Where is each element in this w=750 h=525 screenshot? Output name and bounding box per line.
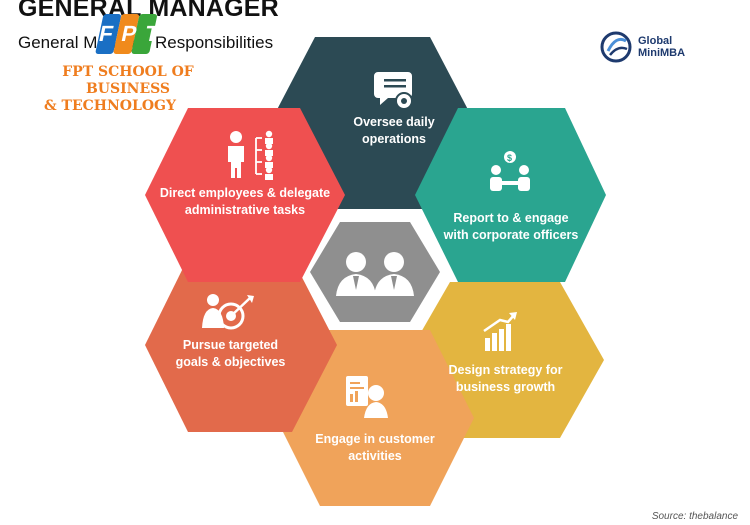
hex-direct (145, 108, 345, 282)
svg-text:$: $ (507, 153, 512, 163)
fpt-logo: FPT (95, 14, 160, 54)
hex-label-customer: Engage in customer activities (315, 432, 435, 463)
managers-icon (336, 252, 414, 296)
source-note: Source: thebalance (651, 511, 738, 522)
target-person-icon (202, 294, 254, 330)
hex-report (415, 108, 606, 282)
hex-label-goals: Pursue targeted goals & objectives (175, 338, 286, 369)
school-name-line2: & TECHNOLOGY (44, 98, 176, 114)
customer-report-icon (346, 376, 388, 418)
global-minimba-logo: Global MiniMBA (600, 30, 685, 64)
org-chart-icon (228, 130, 273, 180)
meeting-dollar-icon: $ (490, 151, 530, 191)
hex-label-direct: Direct employees & delegate administrati… (159, 186, 331, 217)
hex-center (310, 222, 440, 322)
growth-chart-icon (483, 312, 517, 351)
hex-goals (145, 258, 337, 432)
hex-label-report: Report to & engage with corporate office… (443, 211, 579, 242)
hex-label-oversee: Oversee daily operations (353, 115, 435, 146)
fpt-logo-text: FPT (97, 21, 160, 46)
hex-label-strategy: Design strategy for business growth (448, 363, 563, 394)
global-minimba-text: Global MiniMBA (638, 35, 686, 59)
school-name: FPT SCHOOL OF BUSINESS & TECHNOLOGY (18, 64, 238, 115)
chat-gear-icon (374, 72, 413, 110)
school-name-line1: FPT SCHOOL OF BUSINESS (62, 64, 194, 97)
page-title: GENERAL MANAGER (18, 0, 279, 22)
globe-icon (600, 31, 632, 63)
